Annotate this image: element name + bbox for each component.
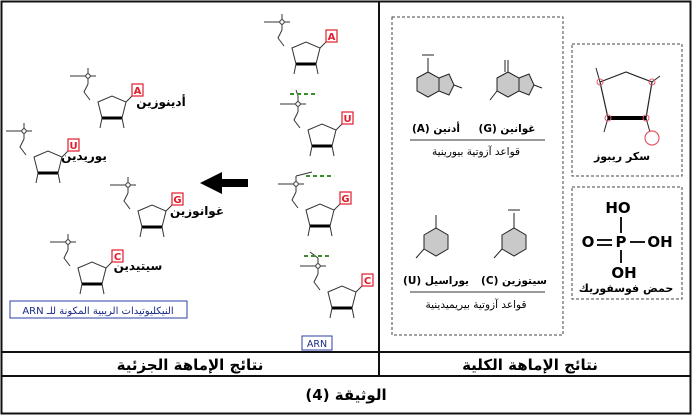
strand-nucleotide: C — [300, 258, 374, 319]
base-letter: C — [114, 252, 121, 263]
nucleotide-label-adenosine: أدينوزين — [136, 94, 185, 110]
phosphodiester-link — [295, 171, 313, 177]
base-letter-box — [341, 111, 354, 125]
free-nucleotide: A — [70, 68, 144, 129]
base-letter: G — [173, 195, 181, 206]
base-letter-box — [325, 29, 338, 43]
left-panel-title: نتائج الإماهة الجزئية — [117, 356, 264, 374]
base-letter-box — [339, 191, 352, 205]
phosphate-dashed-box — [571, 186, 683, 300]
svg-text:OH: OH — [647, 233, 672, 251]
ribose-label: سكر ريبوز — [593, 150, 650, 163]
free-nucleotide: G — [110, 177, 184, 238]
base-letter: A — [134, 86, 142, 97]
base-letter-box — [171, 192, 184, 206]
base-letter: C — [364, 276, 371, 287]
base-letter-box — [361, 273, 374, 287]
phosphoric-acid-label: حمض فوسفوريك — [579, 282, 674, 295]
purine-item-label: غوانين (G) — [479, 123, 536, 135]
strand-nucleotide: U — [280, 96, 354, 157]
guanine-structure — [489, 60, 543, 101]
pyrimidine-item-label: يوراسيل (U) — [403, 275, 469, 287]
base-letter: G — [341, 194, 349, 205]
nucleotide-label-uridine: يوريدين — [61, 149, 107, 164]
nucleotides-caption: النيكليوتيدات الريبية المكونة للـ ARN — [22, 306, 173, 317]
document-caption: الوثيقة (4) — [305, 386, 386, 404]
base-letter: U — [69, 141, 77, 152]
strand-nucleotide: A — [264, 14, 338, 75]
nucleotides-caption-box — [9, 300, 188, 319]
strand-nucleotide: G — [278, 176, 352, 237]
adenine-structure — [416, 54, 463, 98]
nucleotide-label-guanosine: غوانوزين — [170, 204, 224, 219]
svg-text:OH: OH — [611, 264, 636, 282]
uracil-structure — [415, 215, 449, 259]
arrow-icon — [200, 172, 248, 194]
svg-text:HO: HO — [605, 199, 630, 217]
pyrimidine-group-label: قواعد آزوتية بيريميدينية — [425, 298, 526, 311]
base-letter: U — [343, 114, 351, 125]
purine-group-label: قواعد آزوتية بيورينية — [432, 145, 520, 158]
base-letter-box — [131, 83, 144, 97]
base-letter: A — [328, 32, 336, 43]
phosphoric-acid-structure: HO O P OH OH — [582, 199, 673, 282]
svg-text:O: O — [582, 233, 595, 251]
arn-label: ARN — [307, 339, 327, 350]
free-nucleotide: U — [6, 123, 80, 184]
free-nucleotide: C — [50, 234, 124, 295]
purine-item-label: أدنين (A) — [412, 121, 460, 135]
pyrimidine-item-label: سيتوزين (C) — [481, 275, 547, 287]
nucleotide-label-cytidine: سيتيدين — [114, 259, 163, 273]
ribose-dashed-box — [571, 43, 683, 177]
arn-label-box — [301, 335, 333, 351]
bases-dashed-box — [391, 16, 564, 336]
base-letter-box — [67, 138, 80, 152]
base-letter-box — [111, 249, 124, 263]
right-panel-title: نتائج الإماهة الكلية — [462, 356, 598, 374]
svg-text:P: P — [616, 233, 627, 251]
ribose-structure — [595, 67, 661, 146]
cytosine-structure — [493, 209, 527, 259]
